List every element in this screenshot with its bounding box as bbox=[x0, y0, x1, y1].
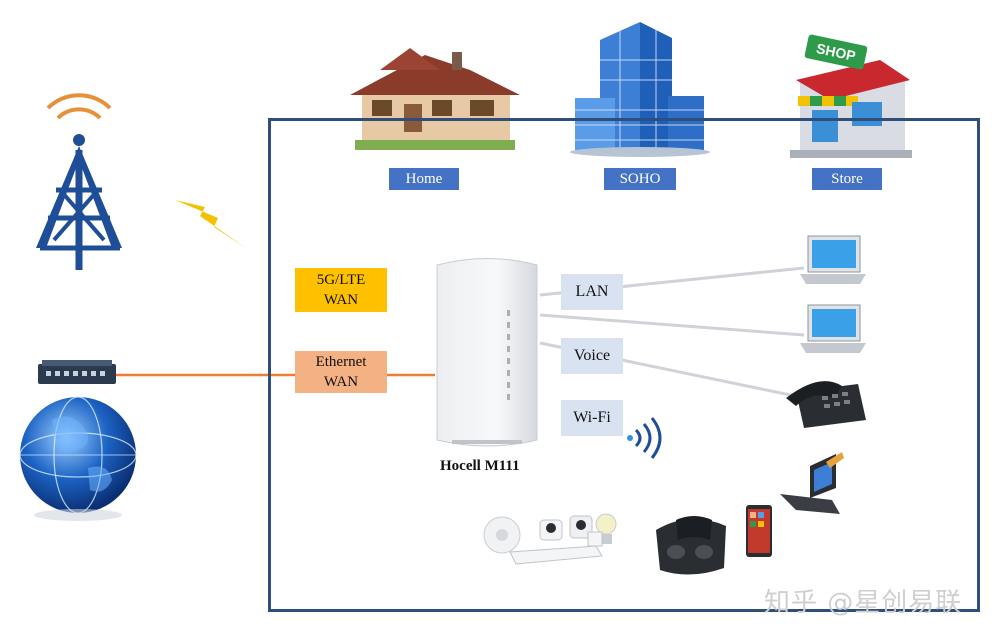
lte-wan-line1: 5G/LTE bbox=[316, 272, 366, 288]
vr-headset-icon bbox=[656, 516, 726, 575]
house-icon bbox=[350, 48, 520, 150]
wifi-icon bbox=[627, 417, 662, 459]
phone-icon bbox=[786, 381, 866, 428]
soho-label: SOHO bbox=[604, 168, 676, 190]
store-label: Store bbox=[812, 168, 882, 190]
network-boundary-frame bbox=[268, 118, 980, 612]
voice-port-label: Voice bbox=[561, 338, 623, 374]
lan-port-label: LAN bbox=[561, 274, 623, 310]
desktop-icon bbox=[800, 304, 866, 353]
watermark: 知乎 @星创易联 bbox=[764, 588, 963, 618]
smartphone-icon bbox=[746, 505, 772, 557]
lightning-icon bbox=[175, 200, 246, 248]
shop-icon: SHOP bbox=[790, 34, 912, 158]
switch-icon bbox=[38, 360, 116, 384]
cell-tower-icon bbox=[36, 93, 122, 270]
laptop-icon bbox=[800, 235, 866, 284]
globe-icon bbox=[19, 396, 137, 521]
lte-wan-label: 5G/LTE WAN bbox=[295, 268, 387, 312]
ethernet-wan-line2: WAN bbox=[323, 374, 359, 390]
ethernet-wan-label: Ethernet WAN bbox=[295, 351, 387, 393]
laptop-open-icon bbox=[780, 452, 844, 514]
ethernet-wan-line1: Ethernet bbox=[315, 354, 367, 370]
lan-line-2 bbox=[539, 313, 805, 337]
home-label: Home bbox=[389, 168, 459, 190]
smart-home-icon bbox=[483, 513, 617, 565]
router-name: Hocell M111 bbox=[440, 458, 520, 474]
wifi-port-label: Wi-Fi bbox=[561, 400, 623, 436]
router-icon bbox=[436, 258, 538, 447]
lte-wan-line2: WAN bbox=[323, 292, 359, 308]
